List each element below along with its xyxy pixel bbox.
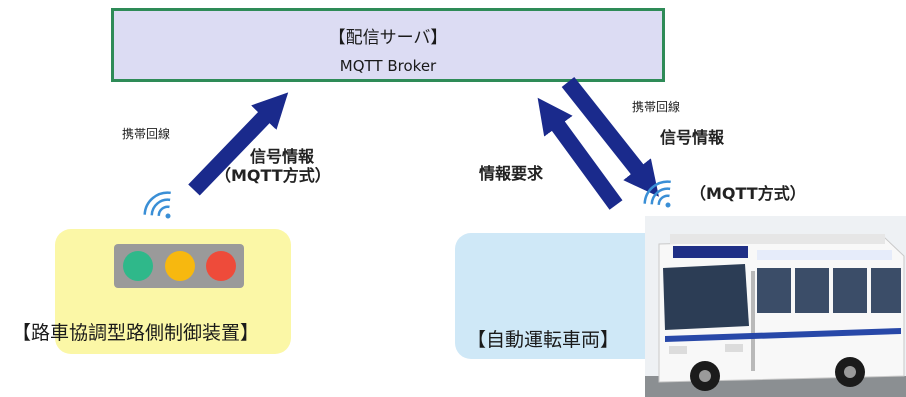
mobile-line-label-left: 携帯回線 <box>122 127 171 141</box>
yellow-lamp <box>165 251 195 281</box>
bus-image <box>645 216 906 397</box>
arrow-broker-to-vehicle <box>561 77 659 197</box>
red-lamp <box>206 251 236 281</box>
wifi-icon <box>643 180 671 208</box>
mobile-line-label-right: 携帯回線 <box>632 100 681 114</box>
arrow-signal-to-broker <box>188 92 289 196</box>
arrow-request-to-broker <box>537 97 623 210</box>
signal-info-label-left: 信号情報 <box>250 147 315 166</box>
wifi-icon <box>143 191 171 219</box>
mqtt-label-left: （MQTT方式） <box>215 166 331 185</box>
broker-subtitle: MQTT Broker <box>339 57 437 75</box>
broker-box: 【配信サーバ】 MQTT Broker <box>111 8 665 82</box>
vehicle-label: 【自動運転車両】 <box>467 329 620 351</box>
mqtt-label-right: （MQTT方式） <box>690 184 806 203</box>
green-lamp <box>123 251 153 281</box>
signal-info-label-right: 信号情報 <box>660 128 725 147</box>
broker-title: 【配信サーバ】 <box>328 28 448 48</box>
roadside-device-label: 【路車協調型路側制御装置】 <box>12 322 260 344</box>
info-request-label: 情報要求 <box>479 164 544 183</box>
